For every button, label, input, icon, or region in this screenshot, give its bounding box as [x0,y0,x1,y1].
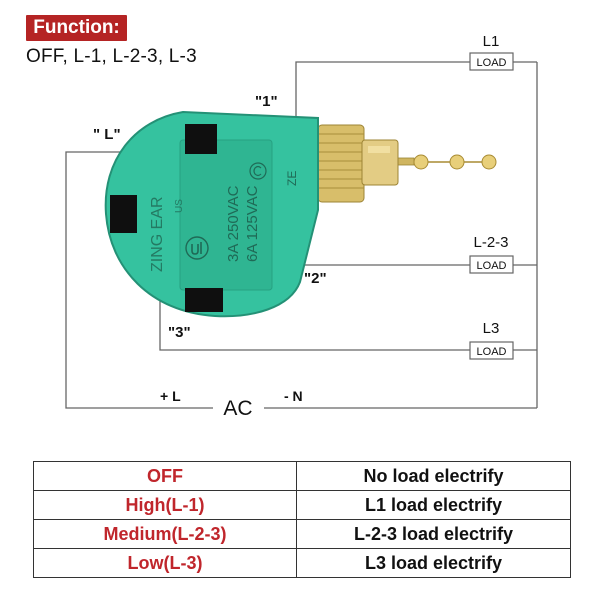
shaft-bushing [317,124,365,203]
power-ac-label: AC [223,397,252,420]
load-l3-name: L3 [483,320,500,337]
csa-logo-icon [249,162,267,180]
chain-bead [413,154,429,170]
shaft-highlight [368,146,390,153]
switch-brand: ZING EAR [149,196,166,272]
wire-terminal-3 [159,300,470,351]
terminal-1-label: "1" [255,93,278,110]
function-badge: Function: [26,15,127,41]
load-l23-box [469,255,514,274]
terminal-2-label: "2" [304,270,327,287]
switch-body: ZING EAR US 3A 250VAC 6A 125VAC ZE [104,110,319,318]
terminal-slot-1 [185,124,217,154]
ul-logo-icon [185,236,209,260]
terminal-slot-3 [185,288,223,312]
load-l3: L3 LOAD [469,320,514,360]
terminal-l-label: " L" [93,126,121,143]
power-plus-label: + L [160,388,181,404]
power-minus-label: - N [284,388,303,404]
switch-model-mark: ZE [285,171,299,186]
terminal-3-label: "3" [168,324,191,341]
switch-rating-2: 6A 125VAC [244,185,261,262]
chain-stem [395,157,415,166]
load-l3-box-label: LOAD [477,346,507,358]
terminal-slot-l [110,195,137,233]
table-row: Medium(L-2-3) L-2-3 load electrify [33,519,571,549]
chain-bead [481,154,497,170]
result-cell: L1 load electrify [296,490,571,520]
load-l23-name: L-2-3 [473,234,508,251]
load-l1-box-label: LOAD [477,57,507,69]
setting-cell: Medium(L-2-3) [33,519,297,549]
load-l3-box [469,341,514,360]
table-row: Low(L-3) L3 load electrify [33,548,571,578]
shaft-knurling [318,133,364,189]
wire-terminal-l [65,151,213,409]
metal-shaft [317,124,399,203]
setting-cell: OFF [33,461,297,491]
wire-terminal-1 [295,61,470,118]
switch-face-panel [179,139,273,291]
result-cell: L-2-3 load electrify [296,519,571,549]
function-table: OFF No load electrify High(L-1) L1 load … [33,461,571,578]
result-cell: L3 load electrify [296,548,571,578]
load-l23: L-2-3 LOAD [469,234,514,274]
setting-cell: High(L-1) [33,490,297,520]
result-cell: No load electrify [296,461,571,491]
load-l1: L1 LOAD [469,33,514,71]
chain-bead [449,154,465,170]
table-row: OFF No load electrify [33,461,571,491]
setting-cell: Low(L-3) [33,548,297,578]
load-l1-box [469,52,514,71]
wires [65,61,538,409]
switch-cert-mark: US [174,199,185,213]
load-l1-name: L1 [483,33,500,50]
switch-rating-1: 3A 250VAC [225,185,242,262]
load-l23-box-label: LOAD [477,260,507,272]
table-row: High(L-1) L1 load electrify [33,490,571,520]
function-modes: OFF, L-1, L-2-3, L-3 [26,46,197,67]
pull-chain [395,154,497,170]
